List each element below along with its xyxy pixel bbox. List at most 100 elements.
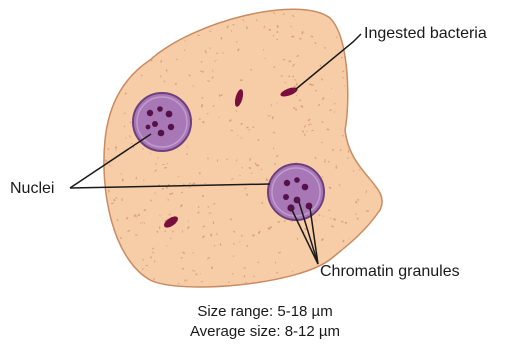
cytoplasm-speckle [194, 18, 196, 19]
cytoplasm-speckle [195, 274, 197, 276]
cytoplasm-speckle [336, 165, 338, 166]
cytoplasm-speckle [356, 54, 359, 55]
cytoplasm-speckle [129, 8, 131, 10]
cytoplasm-speckle [383, 56, 385, 58]
cytoplasm-speckle [136, 8, 137, 11]
cytoplasm-speckle [362, 109, 364, 111]
cytoplasm-speckle [323, 284, 326, 287]
cytoplasm-speckle [357, 104, 359, 105]
label-ingested-bacteria: Ingested bacteria [364, 25, 487, 42]
cytoplasm-speckle [353, 53, 354, 55]
cytoplasm-speckle [100, 96, 102, 98]
cytoplasm-speckle [355, 124, 358, 127]
cytoplasm-speckle [312, 286, 314, 287]
cytoplasm-speckle [129, 286, 132, 287]
cytoplasm-speckle [384, 14, 387, 18]
cytoplasm-speckle [328, 292, 330, 294]
cytoplasm-speckle [102, 240, 105, 242]
chromatin-granule [287, 204, 294, 211]
chromatin-granule [147, 110, 153, 116]
cytoplasm-speckle [130, 40, 132, 43]
cytoplasm-speckle [383, 185, 385, 186]
cytoplasm-speckle [108, 68, 110, 71]
cytoplasm-speckle [275, 294, 277, 295]
cytoplasm-speckle [366, 53, 368, 55]
cytoplasm-speckle [107, 12, 110, 15]
caption-average-size: Average size: 8-12 µm [190, 323, 340, 340]
cytoplasm-speckle [202, 291, 205, 293]
cytoplasm-speckle [371, 239, 374, 241]
cytoplasm-speckle [186, 27, 189, 30]
cytoplasm-speckle [385, 125, 387, 128]
cell-cytoplasm [104, 9, 382, 287]
cytoplasm-speckle [386, 136, 388, 139]
chromatin-granule [294, 177, 300, 183]
cytoplasm-speckle [148, 47, 149, 49]
cytoplasm-speckle [110, 268, 113, 269]
cytoplasm-speckle [389, 8, 390, 9]
nucleus [133, 93, 191, 151]
cytoplasm-speckle [363, 44, 365, 46]
cytoplasm-speckle [354, 129, 356, 130]
cytoplasm-speckle [116, 78, 118, 80]
cytoplasm-speckle [239, 7, 241, 9]
cytoplasm-speckle [355, 148, 357, 150]
cytoplasm-speckle [115, 6, 118, 9]
cytoplasm-speckle [355, 140, 357, 142]
cytoplasm-speckle [374, 99, 377, 102]
cytoplasm-speckle [372, 48, 374, 49]
chromatin-granule [283, 194, 289, 200]
cytoplasm-speckle [194, 12, 196, 14]
cytoplasm-speckle [349, 285, 351, 287]
cytoplasm-speckle [149, 18, 153, 21]
cytoplasm-speckle [133, 54, 136, 56]
cytoplasm-speckle [103, 42, 105, 44]
cytoplasm-speckle [124, 45, 127, 48]
cytoplasm-speckle [120, 69, 122, 70]
cytoplasm-speckle [227, 8, 229, 10]
label-chromatin-granules: Chromatin granules [320, 263, 460, 280]
cytoplasm-speckle [289, 6, 291, 8]
cytoplasm-speckle [200, 10, 204, 13]
cytoplasm-speckle [352, 243, 354, 245]
cytoplasm-speckle [362, 159, 364, 162]
cytoplasm-speckle [177, 289, 179, 291]
cytoplasm-speckle [360, 93, 363, 95]
chromatin-granule [306, 203, 313, 210]
cytoplasm-speckle [246, 293, 249, 296]
cytoplasm-speckle [100, 143, 103, 145]
cytoplasm-speckle [379, 6, 382, 9]
cytoplasm-speckle [373, 71, 375, 74]
cytoplasm-speckle [255, 287, 256, 288]
cytoplasm-speckle [247, 291, 249, 293]
cytoplasm-speckle [209, 31, 211, 32]
cytoplasm-speckle [145, 48, 147, 50]
cytoplasm-speckle [153, 278, 154, 280]
cytoplasm-speckle [140, 52, 142, 54]
cytoplasm-speckle [379, 73, 382, 75]
cytoplasm-speckle [379, 235, 382, 238]
cytoplasm-speckle [317, 289, 320, 291]
cytoplasm-speckle [135, 45, 138, 48]
cytoplasm-speckle [151, 19, 154, 21]
cytoplasm-speckle [376, 98, 378, 100]
cytoplasm-speckle [172, 39, 175, 42]
caption-size-range: Size range: 5-18 µm [197, 303, 332, 320]
cytoplasm-speckle [110, 13, 113, 17]
nucleus [268, 164, 324, 220]
cytoplasm-speckle [350, 129, 352, 131]
cytoplasm-speckle [126, 279, 128, 281]
cytoplasm-speckle [105, 293, 107, 294]
cytoplasm-speckle [125, 18, 127, 21]
cytoplasm-speckle [342, 12, 344, 14]
nucleus-membrane [268, 164, 324, 220]
chromatin-granule [157, 106, 163, 112]
cytoplasm-speckle [107, 83, 109, 85]
cytoplasm-speckle [352, 83, 354, 85]
cytoplasm-speckle [291, 36, 294, 38]
cytoplasm-speckle [373, 237, 375, 239]
cytoplasm-speckle [135, 56, 138, 60]
chromatin-granule [158, 130, 165, 137]
chromatin-granule [168, 124, 174, 130]
